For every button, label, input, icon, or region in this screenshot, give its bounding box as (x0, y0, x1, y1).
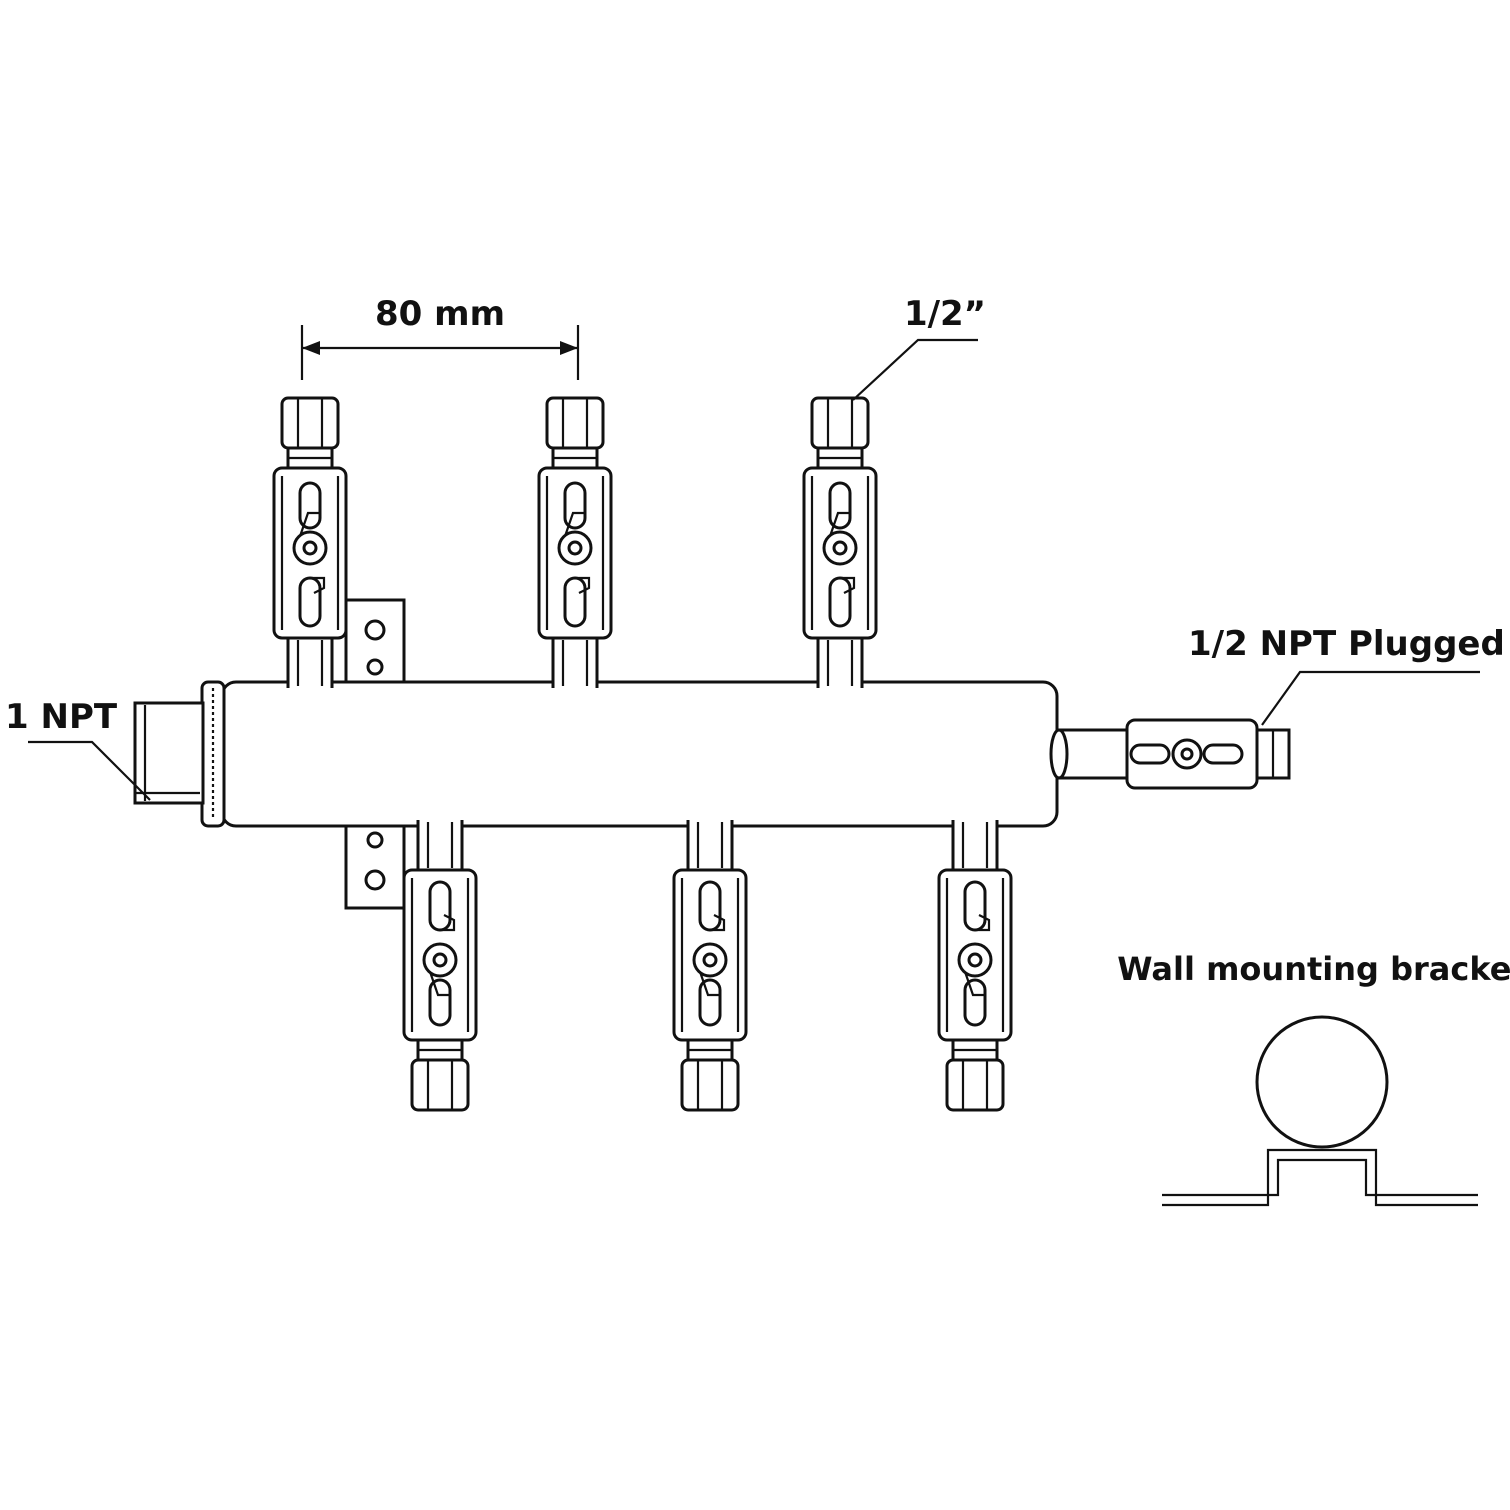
inlet-callout: 1 NPT (5, 697, 151, 801)
end-valve (1049, 718, 1291, 790)
dimension-80mm: 80 mm (300, 294, 580, 380)
bottom-valve-3 (937, 818, 1013, 1112)
outlet-size-label: 1/2” (904, 294, 986, 334)
spacing-label: 80 mm (375, 294, 505, 334)
header-pipe (220, 680, 1059, 828)
top-valve-1 (272, 396, 348, 690)
bracket-label: Wall mounting bracket (1117, 950, 1510, 988)
pipe-section (1255, 1015, 1389, 1149)
bracket-detail: Wall mounting bracket (1117, 950, 1510, 1207)
top-valve-2 (537, 396, 613, 690)
inlet-label: 1 NPT (5, 697, 118, 737)
bottom-valve-1 (402, 818, 478, 1112)
end-port-label: 1/2 NPT Plugged (1188, 624, 1505, 664)
end-port-callout: 1/2 NPT Plugged (1188, 624, 1505, 726)
top-valve-3 (802, 396, 878, 690)
bottom-valve-2 (672, 818, 748, 1112)
inlet-fitting (133, 701, 205, 805)
outlet-size-callout: 1/2” (852, 294, 986, 401)
